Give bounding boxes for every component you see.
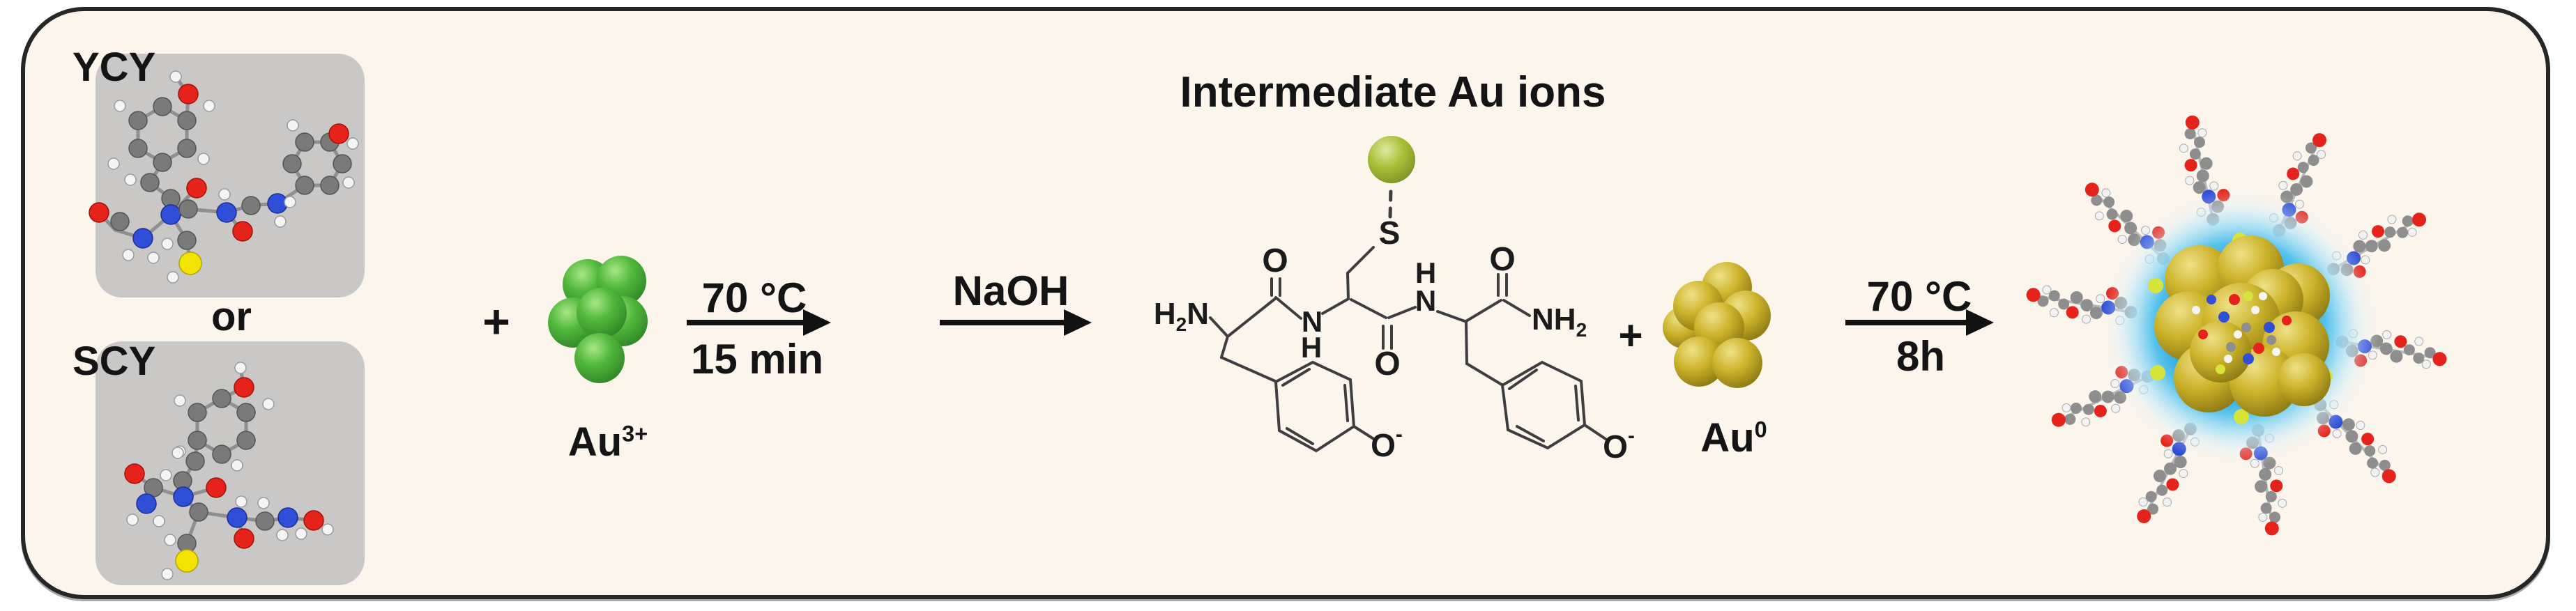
or-label: or xyxy=(211,294,252,339)
arrow1-time-label: 15 min xyxy=(690,336,824,382)
scy-panel xyxy=(96,341,365,585)
intermediate-title: Intermediate Au ions xyxy=(1180,68,1606,116)
h1-label: H xyxy=(1301,331,1322,364)
o1-label: O xyxy=(1262,242,1288,279)
ycy-panel xyxy=(96,54,365,297)
arrow1-temperature-label: 70 °C xyxy=(701,274,807,321)
gold-core xyxy=(2154,235,2331,417)
h2-label: H xyxy=(1415,256,1436,289)
product-nanocluster xyxy=(2022,109,2451,540)
nh2-label: NH2 xyxy=(1532,302,1587,341)
au0-label: Au0 xyxy=(1700,415,1767,461)
o-minus-right-label: O- xyxy=(1603,424,1635,465)
arrow3-time-label: 8h xyxy=(1896,333,1946,380)
arrow3-temperature-label: 70 °C xyxy=(1866,273,1972,320)
h2n-label: H2N xyxy=(1154,297,1209,335)
ycy-molecule xyxy=(89,70,359,284)
reaction-arrow-1 xyxy=(687,309,831,336)
plus-sign-1: + xyxy=(482,295,510,348)
au-s-dashed-bond xyxy=(1388,187,1393,219)
o2-label: O xyxy=(1374,346,1400,382)
reaction-arrow-3 xyxy=(1845,309,1994,336)
au3-label: Au3+ xyxy=(567,419,648,465)
core-ligand-dots xyxy=(2192,291,2292,374)
naoh-label: NaOH xyxy=(952,268,1069,314)
au3-cluster xyxy=(548,256,648,383)
plus-sign-2: + xyxy=(1618,312,1643,359)
au0-cluster xyxy=(1663,262,1771,388)
reaction-arrow-2 xyxy=(940,309,1092,336)
au-ion-sphere xyxy=(1368,136,1415,183)
scy-molecule xyxy=(124,362,334,580)
ycy-label: YCY xyxy=(73,45,156,90)
o3-label: O xyxy=(1489,241,1515,278)
scy-label: SCY xyxy=(73,339,156,384)
o-minus-left-label: O- xyxy=(1371,423,1403,463)
peptide-structure: H2N O S O O N H H N NH2 O- O- xyxy=(1154,136,1635,465)
n1-label: N xyxy=(1302,305,1323,338)
n2-label: N xyxy=(1415,284,1436,317)
s-label: S xyxy=(1379,215,1401,251)
